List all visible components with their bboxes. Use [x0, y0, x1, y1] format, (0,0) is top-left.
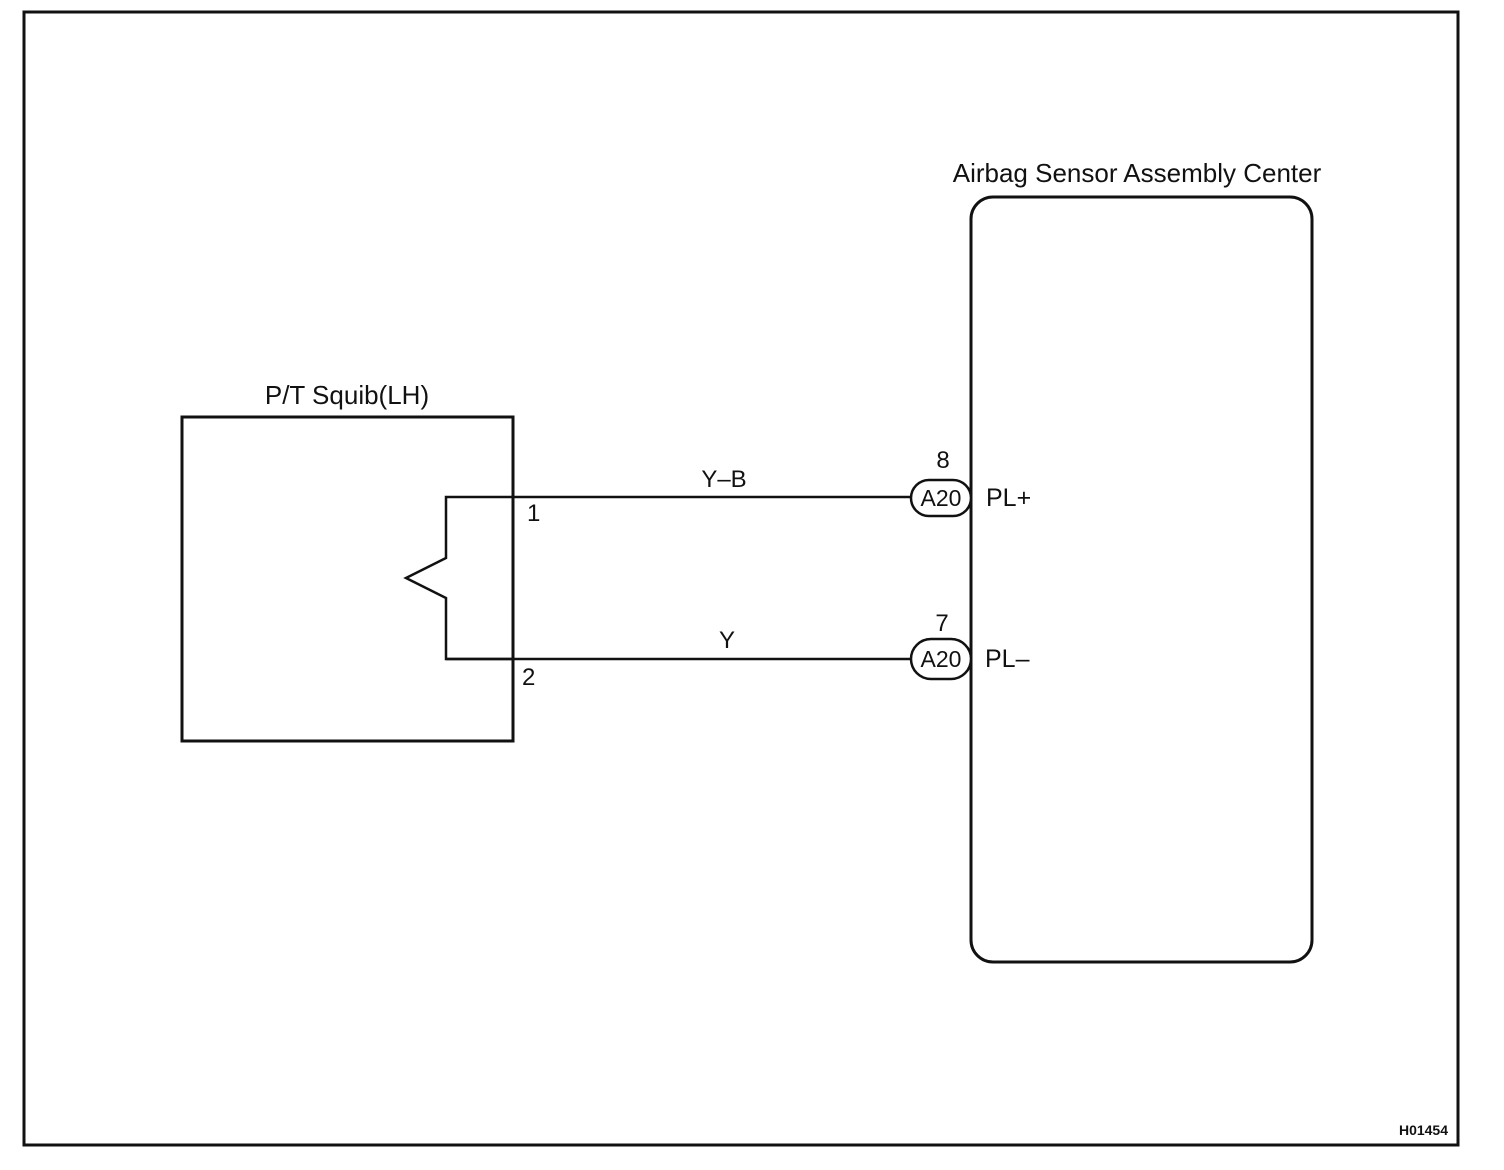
- squib-pin-1-label: 1: [527, 500, 540, 527]
- connector-a20-pin-8: [909, 478, 973, 518]
- terminal-pl-plus-label: PL+: [986, 484, 1031, 512]
- squib-pin-2-label: 2: [522, 664, 535, 691]
- squib-element-symbol: [403, 495, 513, 661]
- ecu-title: Airbag Sensor Assembly Center: [953, 158, 1322, 188]
- connector-a20-label-upper: A20: [921, 485, 962, 511]
- wire-y-b-color-label: Y–B: [701, 466, 746, 493]
- connector-pin-7-label: 7: [935, 610, 948, 637]
- squib-box: [180, 415, 515, 743]
- diagram-frame: [22, 10, 1460, 1147]
- connector-pin-8-label: 8: [936, 447, 949, 474]
- figure-code: H01454: [1399, 1122, 1448, 1138]
- connector-a20-pin-7: [909, 637, 973, 681]
- ecu-box: [969, 195, 1314, 964]
- squib-title: P/T Squib(LH): [265, 380, 429, 410]
- connector-a20-label-lower: A20: [921, 646, 962, 672]
- terminal-pl-minus-label: PL–: [985, 645, 1030, 673]
- wire-y-color-label: Y: [719, 627, 735, 654]
